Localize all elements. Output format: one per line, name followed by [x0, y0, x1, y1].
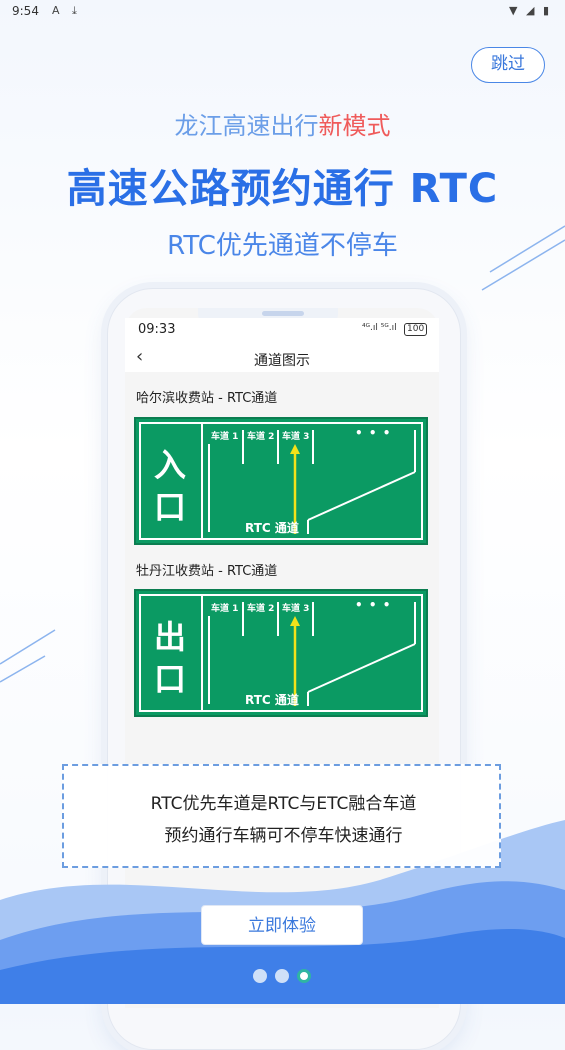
- description-line: RTC优先车道是RTC与ETC融合车道: [150, 794, 417, 814]
- tagline-highlight: 新模式: [318, 112, 391, 140]
- rtc-lane-label: RTC 通道: [245, 521, 299, 535]
- phone-nav-bar: [125, 342, 439, 372]
- sign-char: 入: [153, 446, 186, 484]
- battery-icon: ▮: [543, 4, 550, 17]
- sign-char: 口: [153, 660, 186, 698]
- sign-label: 出 口: [139, 594, 203, 712]
- sign-char: 口: [153, 488, 186, 526]
- lane-label: 车道 1: [211, 604, 239, 614]
- sign-char: 出: [153, 618, 186, 656]
- back-arrow-icon: ‹: [136, 346, 144, 367]
- status-time: 9:54: [12, 4, 39, 18]
- station-title: 牡丹江收费站 - RTC通道: [136, 564, 278, 579]
- phone-time: 09:33: [138, 322, 176, 337]
- notification-a-icon: A: [52, 4, 60, 17]
- tagline: 龙江高速出行新模式: [0, 106, 565, 141]
- try-now-button[interactable]: 立即体验: [201, 905, 363, 945]
- skip-button[interactable]: 跳过: [471, 47, 545, 83]
- rtc-lane-label: RTC 通道: [245, 693, 299, 707]
- lane-label: 车道 2: [247, 432, 275, 442]
- wifi-icon: ▼: [509, 4, 518, 17]
- station-title: 哈尔滨收费站 - RTC通道: [136, 391, 278, 406]
- phone-signal-icon: ⁴ᴳ.ıl ⁵ᴳ.ıl: [362, 323, 397, 333]
- sign-label: 入 口: [139, 422, 203, 540]
- description-box: RTC优先车道是RTC与ETC融合车道 预约通行车辆可不停车快速通行: [62, 764, 501, 868]
- headline: 高速公路预约通行 RTC: [66, 166, 499, 212]
- tagline-text: 龙江高速出行: [174, 112, 319, 140]
- lane-diagram: 车道 1 车道 2 车道 3 • • • RTC 通道: [203, 594, 423, 712]
- entrance-sign: 入 口 车道 1 车道 2 车道 3 • • • RTC 通道: [134, 417, 428, 545]
- signal-icon: ◢: [526, 4, 535, 17]
- lane-label: 车道 1: [211, 432, 239, 442]
- phone-page-title: 通道图示: [254, 353, 310, 369]
- phone-battery-icon: 100: [404, 323, 428, 336]
- more-lanes: • • •: [355, 426, 392, 440]
- description-line: 预约通行车辆可不停车快速通行: [164, 826, 403, 846]
- phone-speaker: [262, 311, 304, 316]
- lane-label: 车道 3: [282, 432, 310, 442]
- pager-dot-3-active[interactable]: [297, 969, 311, 983]
- pager-dot-2[interactable]: [275, 969, 289, 983]
- lane-label: 车道 3: [282, 604, 310, 614]
- subline: RTC优先通道不停车: [167, 231, 398, 261]
- decorative-lines: [0, 225, 565, 683]
- pager-dot-1[interactable]: [253, 969, 267, 983]
- system-status-bar: 9:54 A ⤓ ▼ ◢ ▮: [0, 0, 565, 24]
- lane-diagram: 车道 1 车道 2 车道 3 • • • RTC 通道: [203, 422, 423, 540]
- lane-label: 车道 2: [247, 604, 275, 614]
- download-icon: ⤓: [72, 4, 77, 17]
- more-lanes: • • •: [355, 598, 392, 612]
- exit-sign: 出 口 车道 1 车道 2 车道 3 • • • RTC 通道: [134, 589, 428, 717]
- phone-status-bar: [125, 318, 439, 342]
